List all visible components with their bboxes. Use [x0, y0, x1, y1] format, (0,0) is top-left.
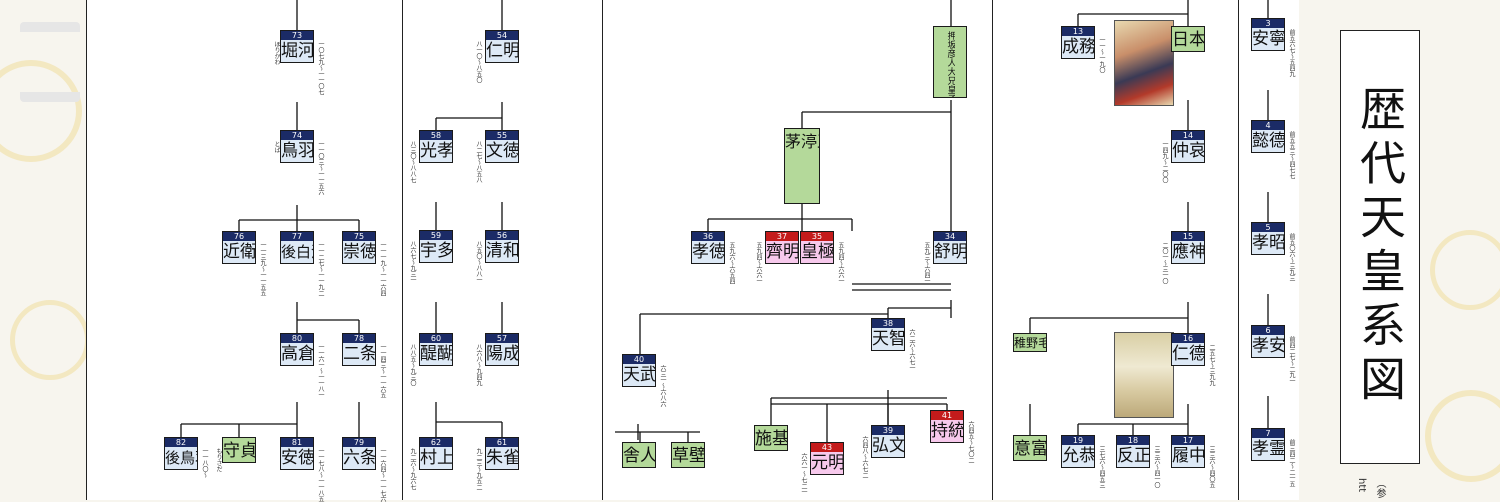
background-flower-decoration: [1430, 230, 1500, 310]
node-emperor-58[interactable]: 58 光孝天皇 八三〇〜八八七: [409, 130, 453, 183]
node-emperor-34[interactable]: 34 舒明天皇 五九三〜六四一: [923, 231, 967, 284]
node-emperor-7[interactable]: 7 孝霊天皇 前三四二〜二一五: [1251, 428, 1295, 487]
node-emperor-57[interactable]: 57 陽成天皇 八六八〜九四九: [475, 333, 519, 386]
node-emperor-43[interactable]: 43 元明天皇 六六一〜七二一: [800, 442, 844, 495]
node-emperor-79[interactable]: 79 六条天皇 一一六四〜一一七六: [342, 437, 386, 502]
node-emperor-6[interactable]: 6 孝安天皇 前四二七〜二九一: [1251, 325, 1295, 384]
node-emperor-3[interactable]: 3 安寧天皇 前五六七〜五四九: [1251, 18, 1295, 77]
node-emperor-35[interactable]: 35 皇極天皇 五九四〜六六一: [800, 231, 844, 284]
node-emperor-5[interactable]: 5 孝昭天皇 前五〇六〜三九三: [1251, 222, 1295, 281]
node-emperor-15[interactable]: 15 應神天皇 二〇一〜三一〇: [1161, 231, 1205, 284]
node-emperor-16[interactable]: 16 仁德天皇 二五七〜三九九: [1171, 333, 1215, 386]
node-emperor-61[interactable]: 61 朱雀天皇 九二三〜九五二: [475, 437, 519, 490]
portrait-nintoku: [1114, 332, 1174, 418]
node-emperor-40[interactable]: 40 天武天皇 六三一〜六八六: [622, 354, 666, 407]
node-emperor-56[interactable]: 56 清和天皇 八五〇〜八八一: [475, 230, 519, 283]
node-emperor-13[interactable]: 13 成務天皇 一一〜一九〇: [1061, 26, 1105, 73]
node-emperor-73[interactable]: 73 堀河天皇 一〇七九〜一一〇七 ほりかわ: [273, 30, 324, 95]
node-emperor-41[interactable]: 41 持統天皇 六四五〜七〇二: [930, 410, 974, 463]
node-prince-shiki[interactable]: 施基親王: [754, 425, 788, 451]
side-note-reference: （参: [1374, 478, 1385, 498]
node-emperor-17[interactable]: 17 履中天皇 三三六〜四〇五: [1171, 435, 1215, 488]
node-emperor-60[interactable]: 60 醍醐天皇 八八五〜九三〇: [409, 333, 453, 386]
node-prince-yamato-takeru[interactable]: 日本武尊: [1171, 26, 1205, 52]
node-prince-wakanuke[interactable]: 稚野毛二派皇子: [1013, 333, 1047, 352]
node-emperor-38[interactable]: 38 天智天皇 六二六〜六七一: [871, 318, 915, 371]
node-emperor-74[interactable]: 74 鳥羽天皇 一一〇三〜一一五六 とば: [273, 130, 324, 195]
node-emperor-39[interactable]: 39 弘文天皇 六四八〜六七二: [861, 425, 905, 478]
node-emperor-59[interactable]: 59 宇多天皇 八六七〜九三一: [409, 230, 453, 283]
background-flower-decoration: [0, 60, 82, 162]
node-emperor-75[interactable]: 75 崇徳天皇 一一一九〜一一六四: [342, 231, 386, 296]
background-flower-decoration: [1425, 390, 1500, 482]
node-emperor-76[interactable]: 76 近衛天皇 一一三九〜一一五五: [222, 231, 266, 296]
node-emperor-77[interactable]: 77 後白河天皇 一一二七〜一一九二: [280, 231, 324, 296]
node-prince-morisada[interactable]: 守貞親王 もりさだ: [215, 437, 256, 472]
page-title: 歴代天皇系図: [1353, 85, 1407, 409]
node-emperor-78[interactable]: 78 二条天皇 一一四三〜一一六五: [342, 333, 386, 398]
node-emperor-82[interactable]: 82 後鳥羽天皇 一一八〇〜: [164, 437, 208, 478]
node-emperor-18[interactable]: 18 反正天皇 三三六〜四一〇: [1116, 435, 1160, 488]
node-emperor-80[interactable]: 80 高倉天皇 一一六一〜一一八一: [280, 333, 324, 398]
node-emperor-54[interactable]: 54 仁明天皇 八一〇〜八五〇: [475, 30, 519, 83]
node-emperor-14[interactable]: 14 仲哀天皇 一四九〜二〇〇: [1161, 130, 1205, 183]
node-emperor-37[interactable]: 37 齊明天皇 五九四〜六六一: [755, 231, 799, 284]
node-emperor-62[interactable]: 62 村上天皇 九二六〜九六七: [409, 437, 453, 490]
background-wave-decoration: [20, 22, 80, 102]
node-emperor-19[interactable]: 19 允恭天皇 三七六〜四五三: [1061, 435, 1105, 488]
node-prince-oshisaka[interactable]: 押坂彦人大兄皇子: [933, 26, 967, 98]
title-box: 歴代天皇系図: [1340, 30, 1420, 464]
side-note-url: htt: [1356, 478, 1367, 493]
node-prince-kusakabe[interactable]: 草壁皇子: [671, 442, 705, 468]
node-emperor-81[interactable]: 81 安徳天皇 一一七八〜一一八五: [280, 437, 324, 502]
node-prince-toneri[interactable]: 舎人親王: [622, 442, 656, 468]
node-prince-chinu[interactable]: 茅渟王: [784, 128, 820, 204]
portrait-yamato-takeru: [1114, 20, 1174, 106]
node-prince-ohodo[interactable]: 意富富杼王: [1013, 435, 1047, 461]
node-emperor-55[interactable]: 55 文徳天皇 八二七〜八五八: [475, 130, 519, 183]
node-emperor-36[interactable]: 36 孝徳天皇 五九六〜六五四: [691, 231, 735, 284]
node-emperor-4[interactable]: 4 懿德天皇 前五五三〜四七七: [1251, 120, 1295, 179]
